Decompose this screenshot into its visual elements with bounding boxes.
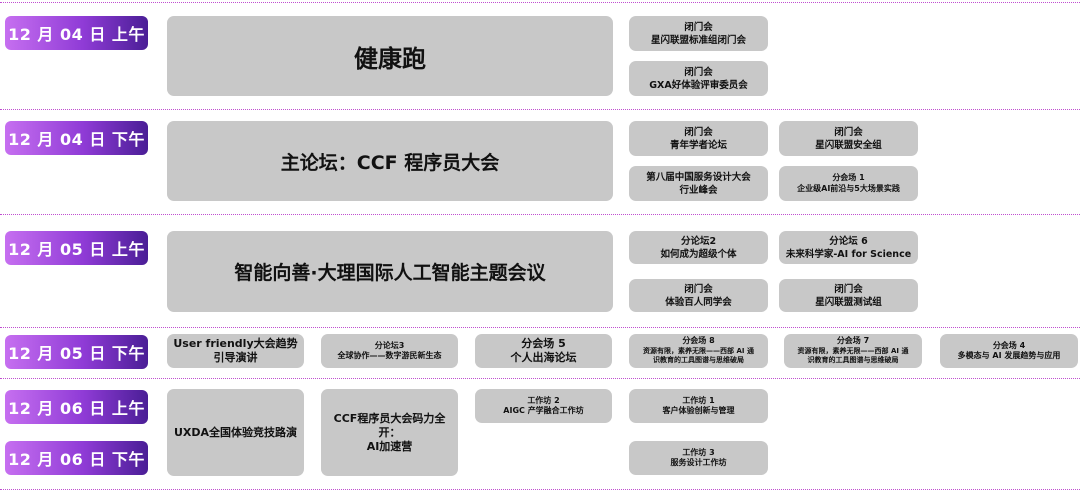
date-label-dec06-pm: 12 月 06 日 下午 — [5, 441, 148, 475]
event-type: 工作坊 3 — [682, 447, 715, 457]
event-name: 企业级AI前沿与5大场景实践 — [797, 183, 900, 193]
event-card[interactable]: 第八届中国服务设计大会 行业峰会 — [629, 166, 768, 201]
event-title: 主论坛：CCF 程序员大会 — [280, 151, 500, 174]
event-main-forum[interactable]: 主论坛：CCF 程序员大会 — [167, 121, 613, 201]
event-type: 分会场 4 — [992, 340, 1026, 350]
divider — [0, 109, 1080, 110]
event-type: 分论坛3 — [374, 340, 405, 350]
event-card[interactable]: 分会场 4 多模态与 AI 发展趋势与应用 — [940, 334, 1078, 368]
event-name-line1: 资源有限，素养无限——西部 AI 通 — [797, 346, 909, 355]
event-card[interactable]: User friendly大会趋势 引导演讲 — [167, 334, 304, 368]
event-title-line1: CCF程序员大会码力全开： — [333, 411, 446, 439]
event-name: 体验百人同学会 — [665, 296, 732, 308]
event-health-run[interactable]: 健康跑 — [167, 16, 613, 96]
date-label-dec04-pm: 12 月 04 日 下午 — [5, 121, 148, 155]
event-name: 全球协作——数字游民新生态 — [337, 351, 442, 360]
event-name: 如何成为超级个体 — [660, 248, 737, 260]
event-card[interactable]: 闭门会 GXA好体验评审委员会 — [629, 61, 768, 96]
event-type: 分会场 5 — [521, 337, 566, 350]
event-title-line2: AI加速营 — [366, 439, 413, 453]
event-name-line1: 资源有限，素养无限——西部 AI 通 — [643, 346, 754, 355]
event-type: User friendly大会趋势 — [173, 337, 298, 350]
divider — [0, 2, 1080, 3]
event-type: 分论坛2 — [680, 235, 717, 247]
divider — [0, 489, 1080, 490]
event-type: 闭门会 — [684, 283, 713, 295]
event-type: 工作坊 1 — [682, 395, 715, 405]
event-type: 闭门会 — [834, 126, 863, 138]
event-name: 星闪联盟测试组 — [815, 296, 882, 308]
event-name: 客户体验创新与管理 — [662, 406, 735, 415]
event-ccf-camp[interactable]: CCF程序员大会码力全开： AI加速营 — [321, 389, 458, 476]
event-card[interactable]: 闭门会 星闪联盟安全组 — [779, 121, 918, 156]
event-type: 分会场 7 — [836, 336, 870, 346]
event-card[interactable]: 工作坊 1 客户体验创新与管理 — [629, 389, 768, 423]
date-label-dec05-pm: 12 月 05 日 下午 — [5, 335, 148, 369]
event-name: 青年学者论坛 — [669, 139, 727, 151]
event-type: 分会场 1 — [832, 173, 865, 182]
event-card[interactable]: 工作坊 3 服务设计工作坊 — [629, 441, 768, 475]
event-uxda-roadshow[interactable]: UXDA全国体验竞技路演 — [167, 389, 304, 476]
event-type: 分论坛 6 — [829, 235, 868, 247]
event-card[interactable]: 分论坛2 如何成为超级个体 — [629, 231, 768, 264]
event-name: 行业峰会 — [679, 184, 718, 196]
event-name: 个人出海论坛 — [510, 351, 577, 364]
divider — [0, 214, 1080, 215]
divider — [0, 327, 1080, 328]
event-card[interactable]: 闭门会 星闪联盟测试组 — [779, 279, 918, 312]
event-card[interactable]: 分论坛3 全球协作——数字游民新生态 — [321, 334, 458, 368]
event-type: 闭门会 — [684, 126, 713, 138]
event-name: GXA好体验评审委员会 — [649, 79, 748, 91]
event-name: 星闪联盟安全组 — [815, 139, 882, 151]
event-card[interactable]: 分会场 8 资源有限，素养无限——西部 AI 通 识教育的工具图谱与思维破局 — [629, 334, 768, 368]
event-type: 工作坊 2 — [527, 395, 560, 405]
event-name: 引导演讲 — [213, 351, 258, 364]
event-card[interactable]: 工作坊 2 AIGC 产学融合工作坊 — [475, 389, 612, 423]
event-name: AIGC 产学融合工作坊 — [503, 406, 584, 415]
event-type: 第八届中国服务设计大会 — [646, 171, 751, 183]
event-title: 健康跑 — [354, 44, 426, 73]
event-type: 闭门会 — [684, 66, 713, 78]
event-title: 智能向善·大理国际人工智能主题会议 — [234, 262, 546, 284]
date-label-dec05-am: 12 月 05 日 上午 — [5, 231, 148, 265]
event-type: 分会场 8 — [682, 336, 715, 346]
date-label-dec06-am: 12 月 06 日 上午 — [5, 390, 148, 424]
event-title: UXDA全国体验竞技路演 — [173, 425, 298, 439]
date-label-dec04-am: 12 月 04 日 上午 — [5, 16, 148, 50]
event-card[interactable]: 闭门会 青年学者论坛 — [629, 121, 768, 156]
event-name: 星闪联盟标准组闭门会 — [650, 34, 746, 46]
event-name-line2: 识教育的工具图谱与思维破局 — [653, 356, 744, 365]
event-card[interactable]: 闭门会 星闪联盟标准组闭门会 — [629, 16, 768, 51]
event-card[interactable]: 分论坛 6 未来科学家-AI for Science — [779, 231, 918, 264]
event-name: 服务设计工作坊 — [670, 458, 727, 467]
event-card[interactable]: 分会场 7 资源有限，素养无限——西部 AI 通 识教育的工具图谱与思维破局 — [784, 334, 922, 368]
event-name-line2: 识教育的工具图谱与思维破局 — [807, 356, 899, 365]
event-card[interactable]: 分会场 5 个人出海论坛 — [475, 334, 612, 368]
event-type: 闭门会 — [684, 21, 713, 33]
event-name: 多模态与 AI 发展趋势与应用 — [957, 351, 1061, 360]
divider — [0, 378, 1080, 379]
event-card[interactable]: 闭门会 体验百人同学会 — [629, 279, 768, 312]
event-name: 未来科学家-AI for Science — [785, 248, 912, 260]
event-type: 闭门会 — [834, 283, 863, 295]
event-ai-conference[interactable]: 智能向善·大理国际人工智能主题会议 — [167, 231, 613, 312]
event-card[interactable]: 分会场 1 企业级AI前沿与5大场景实践 — [779, 166, 918, 201]
